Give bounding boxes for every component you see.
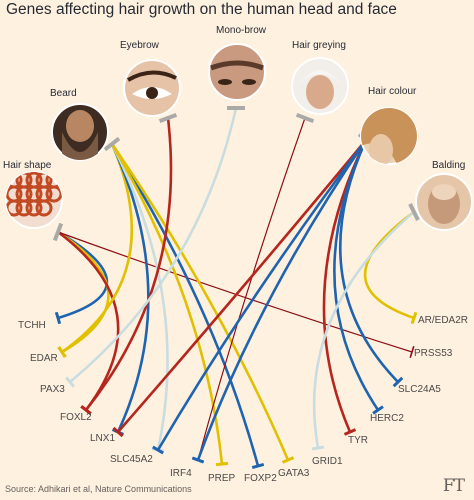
link-beard-lnx1 (110, 143, 150, 433)
gene-label-prep: PREP (208, 473, 236, 484)
link-beard-slc45a2 (110, 143, 169, 451)
trait-hair-shape: Hair shape (3, 160, 63, 229)
gene-label-prss53: PRSS53 (414, 348, 453, 359)
link-balding-grid1 (312, 211, 415, 449)
link-end-tick (281, 456, 295, 464)
gene-label-grid1: GRID1 (312, 456, 343, 467)
cap-hair-greying (295, 112, 315, 124)
link-end-tick (311, 445, 325, 451)
trait-hair-colour: Hair colour (360, 86, 418, 165)
trait-eyebrow: Eyebrow (120, 40, 181, 117)
link-end-tick (410, 311, 418, 325)
gene-label-slc45a2: SLC45A2 (110, 454, 153, 465)
link-end-tick (392, 376, 404, 388)
trait-label: Hair shape (3, 160, 52, 171)
link-end-tick (112, 426, 124, 438)
trait-beard: Beard (50, 88, 109, 161)
gene-label-tyr: TYR (348, 435, 368, 446)
link-eyebrow-foxl2 (84, 117, 173, 411)
cap-balding (408, 203, 420, 221)
link-end-tick (57, 346, 67, 358)
link-end-tick (191, 456, 205, 464)
trait-balding: Balding (415, 160, 473, 231)
gene-label-tchh: TCHH (18, 320, 46, 331)
link-hair-shape-edar (57, 230, 110, 354)
source-note: Source: Adhikari et al, Nature Communica… (5, 484, 192, 494)
link-end-tick (251, 462, 265, 470)
link-end-tick (54, 311, 62, 325)
cap-eyebrow (158, 112, 178, 124)
gene-label-foxp2: FOXP2 (244, 473, 277, 484)
gene-label-gata3: GATA3 (278, 468, 310, 479)
bald-head-icon (415, 173, 473, 231)
link-balding-ar-eda2r (363, 210, 415, 320)
cap-hair-shape (52, 222, 64, 242)
trait-label: Balding (432, 160, 465, 171)
eye-and-eyebrow-icon (123, 59, 181, 117)
link-beard-edar (61, 143, 133, 354)
grey-haired-man-icon (291, 57, 349, 115)
page-title: Genes affecting hair growth on the human… (6, 1, 397, 18)
link-mono-brow-pax3 (69, 107, 238, 384)
trait-mono-brow: Mono-brow (208, 25, 267, 101)
link-beard-foxp2 (110, 143, 260, 467)
trait-label: Hair colour (368, 86, 417, 97)
link-hair-colour-slc45a2 (156, 139, 368, 451)
curly-red-hair-icon (5, 171, 63, 229)
link-end-tick (409, 346, 415, 358)
mono-brow-icon (208, 43, 266, 101)
ft-logo: FT (442, 476, 465, 496)
link-end-tick (343, 428, 357, 436)
link-end-tick (152, 445, 164, 455)
trait-label: Eyebrow (120, 40, 160, 51)
gene-label-slc24a5: SLC24A5 (398, 384, 441, 395)
trait-label: Beard (50, 88, 77, 99)
gene-label-herc2: HERC2 (370, 413, 404, 424)
link-end-tick (80, 405, 92, 415)
link-hair-colour-lnx1 (117, 139, 368, 433)
gene-label-pax3: PAX3 (40, 384, 65, 395)
link-end-tick (65, 376, 75, 388)
gene-label-ar-eda2r: AR/EDA2R (418, 315, 468, 326)
link-hair-colour-irf4 (196, 139, 368, 461)
link-beard-prep (110, 143, 224, 465)
gene-label-edar: EDAR (30, 353, 58, 364)
gene-label-lnx1: LNX1 (90, 433, 115, 444)
gene-label-irf4: IRF4 (170, 468, 192, 479)
link-end-tick (215, 461, 229, 467)
gene-label-foxl2: FOXL2 (60, 412, 92, 423)
cap-beard (103, 136, 121, 152)
bearded-man-icon (51, 103, 109, 161)
trait-hair-greying: Hair greying (291, 40, 349, 115)
trait-label: Hair greying (292, 40, 346, 51)
link-hair-greying-irf4 (197, 117, 306, 461)
link-hair-shape-foxl2 (57, 230, 120, 411)
link-hair-colour-slc24a5 (338, 139, 399, 383)
trait-label: Mono-brow (216, 25, 267, 36)
link-beard-gata3 (110, 143, 290, 461)
link-end-tick (372, 405, 384, 415)
blonde-hair-icon (360, 107, 418, 165)
gene-links (54, 107, 418, 470)
